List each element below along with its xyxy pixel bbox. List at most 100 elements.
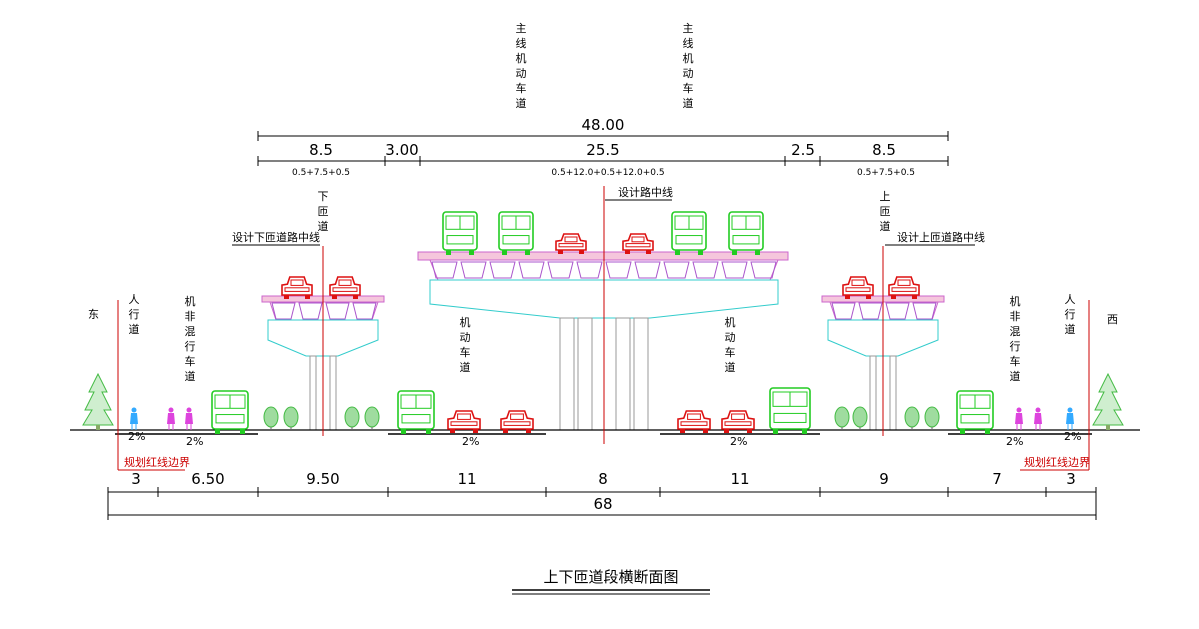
pedestrian-icon (1034, 407, 1042, 430)
car-icon (447, 410, 481, 433)
bus-icon (397, 390, 435, 434)
shrub-icon (924, 406, 940, 430)
svg-text:车: 车 (683, 81, 694, 95)
sidewalk-left-label: 人行道 (129, 293, 140, 336)
svg-text:线: 线 (683, 36, 694, 50)
bottom-dim-seg-7: 9 (879, 470, 889, 488)
svg-text:线: 线 (516, 36, 527, 50)
svg-text:机: 机 (725, 315, 736, 329)
svg-text:道: 道 (725, 360, 736, 374)
top-total-dim: 48.00 (582, 116, 625, 134)
svg-text:行: 行 (1065, 308, 1076, 321)
sidewalk-right-label: 人行道 (1065, 293, 1076, 336)
svg-text:动: 动 (683, 67, 694, 80)
trees (82, 372, 1124, 430)
svg-text:行: 行 (1010, 340, 1021, 353)
top-dim-sub-3: 0.5+12.0+0.5+12.0+0.5 (551, 168, 664, 178)
svg-text:道: 道 (129, 322, 140, 336)
svg-text:车: 车 (460, 345, 471, 359)
ground-line (70, 429, 1140, 435)
car-icon (281, 276, 313, 299)
redline-right-label: 规划红线边界 (1024, 455, 1090, 469)
vertical-labels: 主线机动车道主线机动车道下匝道上匝道人行道人行道机非混行车道机非混行车道机动车道… (129, 22, 1076, 383)
centerlines (117, 186, 1090, 470)
ramp-up-centerline-label: 设计上匝道路中线 (897, 230, 985, 244)
svg-text:机: 机 (185, 294, 196, 308)
top-dimensions: 48.00 8.5 3.00 25.5 2.5 8.5 0.5+7.5+0.5 … (257, 116, 949, 178)
pedestrian-icon (185, 407, 193, 430)
bus-icon (442, 211, 478, 255)
bus-icon (211, 390, 249, 434)
car-icon (677, 410, 711, 433)
redline-left-label: 规划红线边界 (124, 455, 190, 469)
main-viaduct (417, 251, 789, 431)
svg-text:机: 机 (1010, 294, 1021, 308)
slope-labels: 2% 2% 2% 2% 2% 2% (128, 430, 1081, 448)
svg-text:道: 道 (880, 219, 891, 233)
drawing-title: 上下匝道段横断面图 (512, 568, 710, 595)
pedestrian-icon (167, 407, 175, 430)
slope-label: 2% (1006, 435, 1023, 448)
bottom-dim-seg-6: 11 (730, 470, 749, 488)
svg-text:混: 混 (185, 325, 196, 338)
top-dim-seg-5: 8.5 (872, 141, 896, 159)
title-text: 上下匝道段横断面图 (543, 568, 678, 586)
car-icon (555, 233, 587, 254)
svg-text:行: 行 (129, 308, 140, 321)
ramp-up-label: 上匝道 (880, 190, 891, 233)
svg-text:机: 机 (516, 51, 527, 65)
bus-icon (671, 211, 707, 255)
svg-text:动: 动 (460, 331, 471, 344)
svg-text:道: 道 (185, 369, 196, 383)
svg-text:道: 道 (1065, 322, 1076, 336)
shrub-icon (904, 406, 920, 430)
top-dim-sub-5: 0.5+7.5+0.5 (857, 168, 915, 178)
shrub-icon (834, 406, 850, 430)
bus-icon (498, 211, 534, 255)
slope-label: 2% (1064, 430, 1081, 443)
bottom-dim-seg-9: 3 (1066, 470, 1076, 488)
bottom-total-dim: 68 (593, 495, 612, 513)
svg-text:非: 非 (185, 310, 196, 323)
svg-text:机: 机 (683, 51, 694, 65)
svg-text:车: 车 (1010, 354, 1021, 368)
car-icon (888, 276, 920, 299)
top-dim-seg-3: 25.5 (586, 141, 619, 159)
car-icon (500, 410, 534, 433)
svg-text:下: 下 (318, 190, 329, 203)
svg-text:道: 道 (318, 219, 329, 233)
svg-text:车: 车 (516, 81, 527, 95)
top-dim-seg-4: 2.5 (791, 141, 815, 159)
shrub-icon (263, 406, 279, 430)
shrub-icon (283, 406, 299, 430)
centerline-labels: 设计下匝道路中线 设计路中线 设计上匝道路中线 东 西 (88, 185, 1118, 326)
pedestrian-icon (1066, 407, 1074, 430)
tree-icon (1092, 372, 1124, 430)
bus-icon (769, 387, 811, 434)
bus-icon (956, 390, 994, 434)
east-label: 东 (88, 308, 99, 321)
shrub-icon (364, 406, 380, 430)
car-icon (329, 276, 361, 299)
pedestrian-icon (1015, 407, 1023, 430)
road-centerline-label: 设计路中线 (618, 185, 673, 199)
shrub-icon (852, 406, 868, 430)
svg-text:非: 非 (1010, 310, 1021, 323)
svg-text:机: 机 (460, 315, 471, 329)
svg-text:行: 行 (185, 340, 196, 353)
svg-text:道: 道 (1010, 369, 1021, 383)
shrub-icon (344, 406, 360, 430)
svg-text:人: 人 (1065, 293, 1076, 306)
svg-text:车: 车 (725, 345, 736, 359)
bottom-dim-seg-4: 11 (457, 470, 476, 488)
slope-label: 2% (462, 435, 479, 448)
svg-text:道: 道 (683, 96, 694, 110)
bottom-dim-seg-5: 8 (598, 470, 608, 488)
bottom-dim-seg-8: 7 (992, 470, 1002, 488)
car-icon (622, 233, 654, 254)
slope-label: 2% (730, 435, 747, 448)
pedestrians (130, 407, 1074, 430)
